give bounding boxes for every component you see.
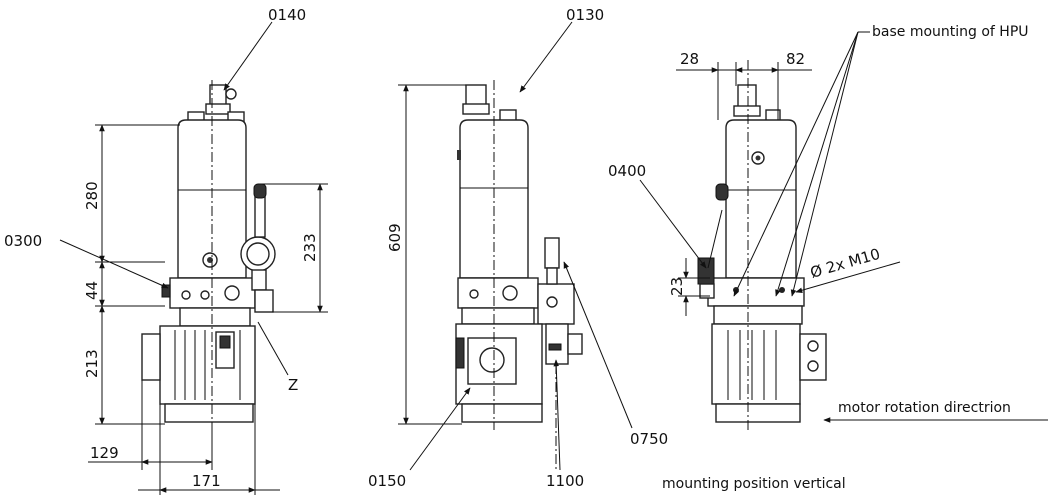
label-z: Z bbox=[288, 376, 298, 394]
dim-129: 129 bbox=[90, 444, 119, 462]
dim-82: 82 bbox=[786, 50, 805, 68]
left-valve-block bbox=[161, 277, 256, 309]
leader-1100 bbox=[553, 359, 561, 471]
label-0300: 0300 bbox=[4, 232, 42, 250]
left-view: 280 44 213 233 129 171 0140 0300 Z bbox=[4, 6, 328, 495]
leader-base-mounting bbox=[733, 31, 870, 297]
middle-connector bbox=[462, 84, 517, 125]
dim-28: 28 bbox=[680, 50, 699, 68]
middle-tank bbox=[457, 119, 529, 279]
right-valve-block bbox=[697, 183, 805, 307]
dim-23: 23 bbox=[668, 277, 686, 296]
middle-motor bbox=[455, 307, 543, 423]
label-mounting-position: mounting position vertical bbox=[662, 476, 846, 492]
label-1100: 1100 bbox=[546, 472, 584, 490]
leader-0300 bbox=[59, 239, 169, 289]
label-0140: 0140 bbox=[268, 6, 306, 24]
left-vertical-dimensions bbox=[95, 124, 180, 425]
right-tank bbox=[725, 119, 797, 279]
left-pressure-gauge bbox=[240, 183, 276, 313]
label-bolt-spec: Ø 2x M10 bbox=[808, 245, 882, 282]
middle-view: 609 0130 0150 0750 1100 bbox=[368, 6, 668, 490]
label-0130: 0130 bbox=[566, 6, 604, 24]
leader-0750 bbox=[563, 261, 633, 429]
middle-solenoid bbox=[545, 323, 583, 470]
leader-0130 bbox=[519, 21, 573, 93]
dim-609: 609 bbox=[386, 223, 404, 252]
leader-0140 bbox=[223, 21, 273, 91]
middle-valve-block bbox=[457, 237, 575, 325]
right-view: 28 82 23 0400 base mounting of HPU Ø 2x … bbox=[608, 24, 1048, 492]
label-0150: 0150 bbox=[368, 472, 406, 490]
right-connector bbox=[733, 84, 781, 125]
label-0750: 0750 bbox=[630, 430, 668, 448]
left-tank bbox=[177, 119, 247, 279]
dim-171: 171 bbox=[192, 472, 221, 490]
left-horizontal-dimensions bbox=[88, 380, 280, 495]
left-dim-233 bbox=[262, 183, 328, 313]
leader-0400 bbox=[639, 179, 707, 269]
left-adapter bbox=[179, 307, 251, 327]
label-0400: 0400 bbox=[608, 162, 646, 180]
left-connector bbox=[205, 84, 237, 115]
right-motor bbox=[711, 305, 827, 423]
left-motor bbox=[141, 325, 256, 423]
leader-bolt-spec bbox=[795, 261, 901, 293]
label-base-mounting: base mounting of HPU bbox=[872, 24, 1029, 40]
right-top-dimensions bbox=[676, 62, 812, 120]
dim-44: 44 bbox=[83, 281, 101, 300]
dim-280: 280 bbox=[83, 181, 101, 210]
middle-dim-609 bbox=[398, 84, 466, 425]
dim-233: 233 bbox=[301, 233, 319, 262]
dim-213: 213 bbox=[83, 349, 101, 378]
leader-z bbox=[257, 321, 289, 376]
label-motor-rotation: motor rotation directrion bbox=[838, 400, 1011, 416]
leader-0150 bbox=[409, 387, 471, 471]
right-dim-23 bbox=[678, 258, 710, 316]
